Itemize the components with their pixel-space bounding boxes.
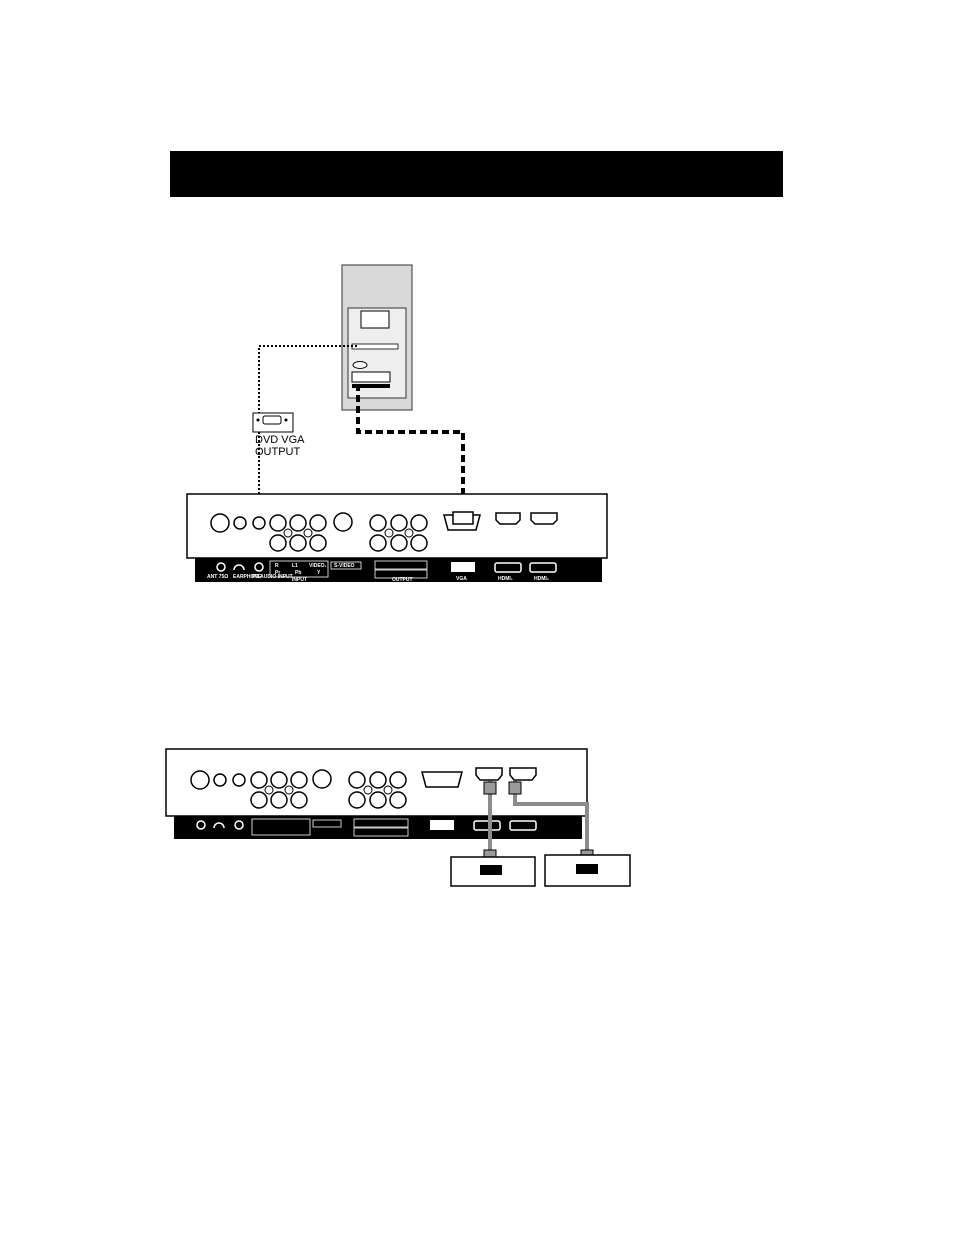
tv-back-panel-1: ANT 75Ω EARPHONE PC AUDIO INPUT R L1 VID… [186,493,608,583]
label-l1: L1 [292,563,298,569]
label-pc-audio: PC AUDIO INPUT [252,574,293,580]
hdmi-source-device-1 [450,856,536,887]
label-hdmi1: HDMI₁ [498,576,513,582]
label-earphone: EARPHONE [233,574,262,580]
hdmi-source-device-2 [544,854,631,887]
label-pr: Pr [275,570,280,576]
label-ant: ANT 75Ω [207,574,228,580]
tv-back-panel-2 [165,748,588,839]
audio-cable [258,345,357,523]
label-svideo: S-VIDEO [334,563,355,569]
label-input: INPUT [292,577,307,583]
label-video-in: VIDEO₁ [309,563,327,569]
dvd-vga-output-label-2: OUTPUT [255,446,301,458]
vga-cable [356,384,465,516]
dvd-player-device [341,264,413,411]
dvd-vga-output-label-1: DVD VGA [255,434,305,446]
label-hdmi2: HDMI₂ [534,576,549,582]
label-pb: Pb [295,570,301,576]
dvd-vga-output-port [252,412,294,433]
section-header-bar [170,151,783,197]
label-vga: VGA [456,576,467,582]
label-y: Y [317,570,321,576]
label-output: OUTPUT [392,577,413,583]
label-r: R [275,563,279,569]
